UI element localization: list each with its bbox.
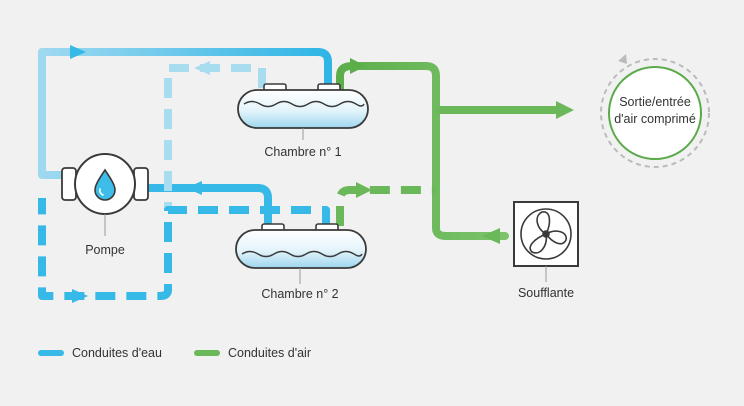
chamber-2-label: Chambre n° 2 (261, 287, 338, 301)
air-arrow-top (350, 58, 366, 74)
water-arrow-dashed-top (194, 61, 210, 75)
water-pipe-solid-top (38, 48, 332, 179)
water-pipe-solid-middle (146, 184, 272, 226)
air-arrow-blower (482, 228, 500, 244)
fan-icon (529, 211, 567, 254)
air-arrow-outlet (556, 101, 574, 119)
water-arrow-middle (186, 181, 202, 195)
pump[interactable] (61, 153, 149, 236)
circular-arrow-icon (618, 54, 627, 64)
chamber-1-label: Chambre n° 1 (264, 145, 341, 159)
pump-label: Pompe (85, 243, 125, 257)
outlet-label-line2: d'air comprimé (614, 112, 696, 126)
air-pipe-dashed-chamber2 (336, 186, 436, 226)
water-arrow-dashed-bottom (72, 289, 88, 303)
legend-water-label: Conduites d'eau (72, 346, 162, 360)
compressed-air-outlet[interactable] (600, 54, 710, 168)
legend-water-swatch (38, 350, 64, 356)
water-pipe-dashed-chamber1-return (164, 64, 266, 210)
chamber-1-tank[interactable] (237, 83, 369, 140)
blower-label: Soufflante (518, 286, 574, 300)
water-drop-icon (94, 168, 116, 201)
legend-air-swatch (194, 350, 220, 356)
legend-air: Conduites d'air (194, 346, 311, 360)
outlet-label-line1: Sortie/entrée (619, 95, 691, 109)
water-arrow-top (70, 45, 86, 59)
air-arrow-middle (356, 182, 372, 198)
legend-water: Conduites d'eau (38, 346, 162, 360)
blower[interactable] (513, 201, 579, 282)
legend-air-label: Conduites d'air (228, 346, 311, 360)
water-pipe-dashed-chamber2 (38, 198, 330, 300)
chamber-2-tank[interactable] (235, 223, 367, 284)
air-pipe-solid-chamber1 (336, 62, 509, 240)
